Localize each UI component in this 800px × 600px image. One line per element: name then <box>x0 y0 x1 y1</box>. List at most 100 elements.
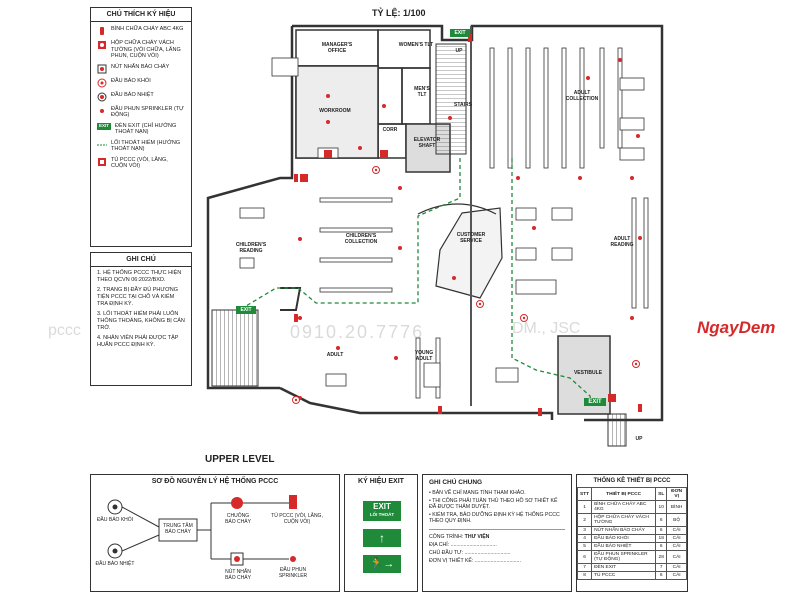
project-info: CÔNG TRÌNH: THƯ VIỆN ĐỊA CHỈ: ..........… <box>429 528 565 565</box>
room-vestibule: VESTIBULE <box>573 370 603 376</box>
legend-label: NÚT NHẤN BÁO CHÁY <box>111 63 170 70</box>
shelf <box>507 47 513 169</box>
watermark-right: DM., JSC <box>512 320 581 337</box>
table <box>423 362 441 388</box>
sprinkler-icon <box>630 176 634 180</box>
legend-label: ĐẦU PHUN SPRINKLER (TỰ ĐỘNG) <box>111 105 184 119</box>
furniture <box>239 57 645 388</box>
fire-cabinet-icon <box>97 157 107 167</box>
extinguisher-icon <box>438 406 442 414</box>
floor-plan <box>206 24 664 447</box>
table-cell: ĐẦU BÁO NHIỆT <box>591 542 657 551</box>
room-stairs: STAIRS <box>454 102 472 108</box>
table-cell: CÁI <box>666 550 687 564</box>
shelves <box>319 47 649 399</box>
extinguisher-icon <box>294 174 298 182</box>
room-workroom: WORKROOM <box>319 108 351 114</box>
shelf <box>599 47 605 149</box>
table <box>515 207 537 221</box>
hatch-right <box>607 413 627 447</box>
exit-sign-childrens: EXIT <box>236 306 256 314</box>
table-cell: 1 <box>576 500 593 514</box>
hose-cabinet-icon <box>608 394 616 402</box>
watermark-left: pccc <box>48 322 81 339</box>
table-cell: 6 <box>655 513 668 527</box>
address-label: ĐỊA CHỈ: <box>429 541 450 548</box>
room-corr: CORR <box>382 127 398 133</box>
schematic-panel: SƠ ĐỒ NGUYÊN LÝ HỆ THỐNG PCCC ĐẦU BÁO KH… <box>90 474 340 592</box>
legend-item: ĐẦU PHUN SPRINKLER (TỰ ĐỘNG) <box>97 106 185 119</box>
sprinkler-icon <box>578 176 582 180</box>
room-manager: MANAGER'S OFFICE <box>321 42 353 54</box>
sprinkler-icon <box>630 316 634 320</box>
note-item: 2. TRANG BỊ ĐẦY ĐỦ PHƯƠNG TIỆN PCCC TẠI … <box>97 287 179 307</box>
general-note-item: • KIỂM TRA, BẢO DƯỠNG ĐỊNH KỲ HỆ THỐNG P… <box>429 511 560 525</box>
stats-header-cell: ĐƠN VỊ <box>666 487 687 501</box>
extinguisher-icon <box>538 408 542 416</box>
hose-cabinet-icon <box>300 174 308 182</box>
table-cell: 7 <box>576 563 593 572</box>
shelf <box>319 197 393 203</box>
project-value: THƯ VIỆN <box>464 533 490 540</box>
table-cell: 6 <box>655 526 668 535</box>
table-cell: CÁI <box>666 542 687 551</box>
watermark-phone: 0910.20.7776 <box>290 322 425 342</box>
table-cell: ĐÈN EXIT <box>591 563 657 572</box>
sprinkler-icon <box>382 104 386 108</box>
sprinkler-icon <box>336 346 340 350</box>
sprinkler-icon <box>516 176 520 180</box>
exit-sign-text: EXIT <box>373 502 391 511</box>
shelf <box>319 287 393 293</box>
legend-list: BÌNH CHỮA CHÁY ABC 4KG HỘP CHỮA CHÁY VÁCH… <box>91 26 191 170</box>
table-cell: BỘ <box>666 513 687 527</box>
fire-devices <box>292 34 642 416</box>
sprinkler-icon <box>638 236 642 240</box>
designer-label: ĐƠN VỊ THIẾT KẾ: <box>429 557 474 564</box>
general-list: • BẢN VẼ CHỈ MANG TÍNH THAM KHẢO.• THI C… <box>423 490 571 525</box>
table-cell: CÁI <box>666 571 687 580</box>
legend-label: BÌNH CHỮA CHÁY ABC 4KG <box>111 26 184 32</box>
shelf <box>561 47 567 169</box>
stats-title: THỐNG KÊ THIẾT BỊ PCCC <box>593 478 671 484</box>
room-childrens-reading: CHILDREN'S READING <box>235 242 267 254</box>
table <box>619 117 645 131</box>
smoke-detector-icon <box>97 78 107 88</box>
legend-label: ĐẦU BÁO NHIỆT <box>111 91 154 98</box>
room-adult-collection: ADULT COLLECTION <box>565 90 599 102</box>
notes-title: GHI CHÚ <box>91 253 191 267</box>
extinguisher-icon <box>638 404 642 412</box>
table-cell: 3 <box>576 526 593 535</box>
table <box>495 367 519 383</box>
legend-item: TỦ PCCC (VÒI, LĂNG, CUỘN VÒI) <box>97 157 185 170</box>
legend-label: ĐẦU BÁO KHÓI <box>111 77 151 84</box>
legend-item: ĐẦU BÁO NHIỆT <box>97 92 185 102</box>
table-cell: ĐẦU PHUN SPRINKLER (TỰ ĐỘNG) <box>591 550 657 564</box>
schem-button: NÚT NHẤN BÁO CHÁY <box>225 569 251 581</box>
legend-label: HỘP CHỮA CHÁY VÁCH TƯỜNG (VÒI CHỮA, LĂNG… <box>111 40 181 59</box>
table-cell: HỘP CHỮA CHÁY VÁCH TƯỜNG <box>591 513 657 527</box>
table-cell: NÚT NHẤN BÁO CHÁY <box>591 526 657 535</box>
table-cell: 6 <box>655 542 668 551</box>
table <box>239 257 255 269</box>
table <box>515 247 537 261</box>
sprinkler-icon <box>398 186 402 190</box>
schematic-title: SƠ ĐỒ NGUYÊN LÝ HỆ THỐNG PCCC <box>151 478 279 485</box>
curve-wall <box>417 203 497 215</box>
table <box>619 147 645 161</box>
table-cell: 6 <box>576 550 593 564</box>
hose-cabinet-icon <box>324 150 332 158</box>
arrow-up-icon: ↑ <box>363 529 401 547</box>
shelf <box>525 47 531 169</box>
alarm-button-icon <box>97 64 107 74</box>
room-womens: WOMEN'S TLT <box>398 42 434 48</box>
room-childrens-collection: CHILDREN'S COLLECTION <box>344 233 378 245</box>
legend-item: BÌNH CHỮA CHÁY ABC 4KG <box>97 26 185 36</box>
general-note-item: • THI CÔNG PHẢI TUÂN THỦ THEO HỒ SƠ THIẾ… <box>429 497 558 511</box>
table-cell: 18 <box>655 534 668 543</box>
exit-sign-icon: EXIT <box>97 122 111 130</box>
